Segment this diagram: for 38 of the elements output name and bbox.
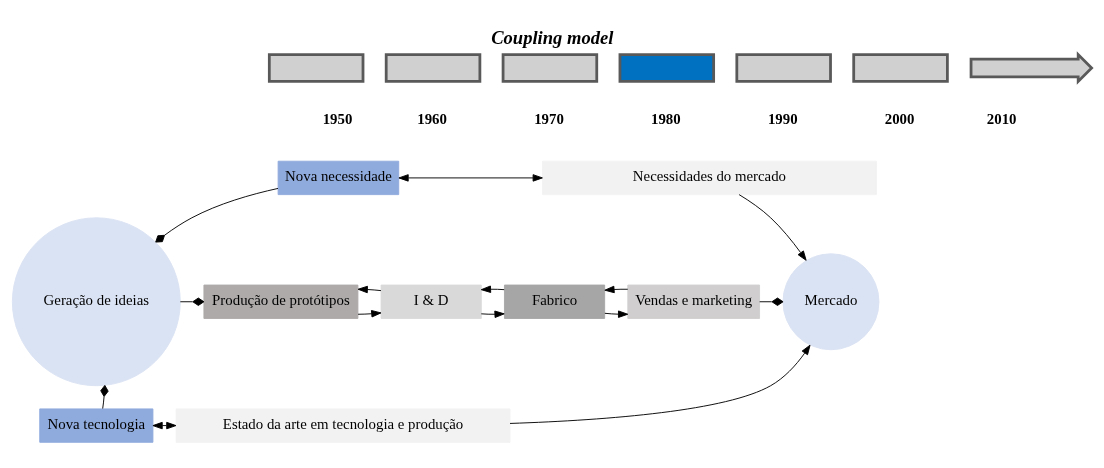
- node-box: Necessidades do mercado: [542, 160, 877, 195]
- arrow: [398, 173, 543, 182]
- node-box: Vendas e marketing: [627, 284, 760, 319]
- label: 1970: [534, 110, 564, 127]
- arrow: [357, 309, 382, 317]
- node-bar: [267, 52, 365, 83]
- node-box: Produção de protótipos: [203, 284, 359, 319]
- arrow: [357, 285, 382, 293]
- node-box: Estado da arte em tecnologia e produção: [175, 407, 511, 443]
- node-bar: [618, 52, 716, 83]
- arrow: [604, 309, 629, 318]
- arrow: [738, 193, 807, 261]
- node-bar: [501, 52, 599, 83]
- connector: [100, 384, 109, 409]
- arrow: [480, 285, 505, 293]
- node-box: Fabrico: [504, 284, 606, 319]
- label: 2000: [884, 110, 915, 127]
- connector: [179, 297, 205, 306]
- node-arrow: [969, 50, 1094, 85]
- node-circle: Geração de ideias: [11, 216, 181, 386]
- connector: [759, 297, 784, 306]
- arrow: [604, 285, 629, 293]
- diagram-title: Coupling model: [491, 26, 614, 48]
- node-box: Nova tecnologia: [39, 407, 154, 443]
- label: 1980: [651, 110, 681, 127]
- node-box: Nova necessidade: [277, 160, 400, 195]
- label: 1950: [322, 110, 353, 127]
- node-bar: [735, 52, 832, 83]
- node-box: I & D: [380, 284, 482, 319]
- label: 2010: [986, 110, 1017, 127]
- label: 1960: [417, 110, 447, 127]
- node-bar: [384, 52, 482, 83]
- arrow: [480, 310, 505, 318]
- arrow: [509, 344, 811, 424]
- node-circle: Mercado: [782, 252, 880, 350]
- connector: [155, 187, 279, 243]
- label: 1990: [767, 110, 798, 127]
- node-bar: [852, 52, 949, 83]
